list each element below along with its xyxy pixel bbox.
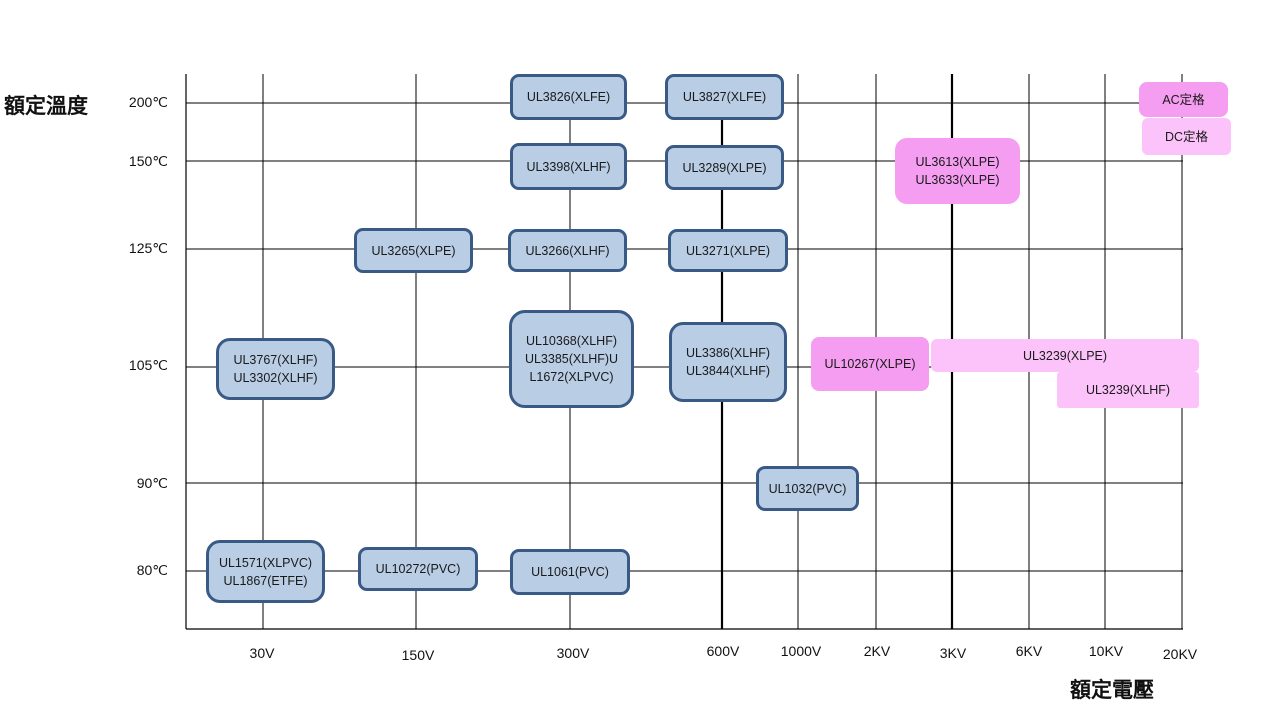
cable-label: UL3271(XLPE) [685,243,771,258]
cable-label: UL3265(XLPE) [371,243,456,258]
cable-label: UL3302(XLHF) [233,371,318,385]
cable-label: UL10368(XLHF) [525,334,617,348]
cable-box-ul3826: UL3826(XLFE) [510,74,627,120]
x-tick-label: 600V [706,643,740,659]
cable-label: UL10267(XLPE) [824,357,916,371]
cable-label: UL3398(XLHF) [526,159,611,174]
y-tick-label: 80℃ [136,562,168,578]
legend-ac-label: AC定格 [1162,92,1205,107]
cable-label: UL1061(PVC) [531,565,609,579]
cable-box-ul3386: UL3386(XLHF) UL3844(XLHF) [669,322,787,402]
cable-label: UL1867(ETFE) [223,573,308,588]
cable-box-ul10272: UL10272(PVC) [358,547,478,591]
x-tick-label: 20KV [1162,646,1198,662]
cable-label: UL3289(XLPE) [682,160,767,175]
cable-label: UL3239(XLPE) [1022,348,1108,363]
cable-box-ul3767: UL3767(XLHF) UL3302(XLHF) [216,338,335,400]
legend-dc-rating: DC定格 [1142,118,1231,155]
legend-dc-label: DC定格 [1164,129,1209,144]
x-tick-label: 2KV [863,643,891,659]
cable-label: UL3385(XLHF)U [524,352,619,366]
cable-box-ul10368: UL10368(XLHF) UL3385(XLHF)U L1672(XLPVC) [509,310,634,408]
x-tick-label: 150V [401,647,435,663]
x-tick-label: 1000V [780,643,822,659]
cable-box-ul10267: UL10267(XLPE) [811,337,929,391]
cable-box-ul3265: UL3265(XLPE) [354,228,473,273]
cable-box-ul3271: UL3271(XLPE) [668,229,788,272]
cable-box-ul3827: UL3827(XLFE) [665,74,784,120]
y-tick-label: 90℃ [136,475,168,491]
x-tick-label: 30V [249,645,275,661]
cable-box-ul3398: UL3398(XLHF) [510,143,627,190]
cable-label: UL1032(PVC) [768,481,847,496]
cable-box-ul1571: UL1571(XLPVC) UL1867(ETFE) [206,540,325,603]
x-tick-label: 3KV [939,645,967,661]
y-tick-label: 200℃ [128,94,168,110]
y-tick-label: 125℃ [128,240,168,256]
cable-label: UL1571(XLPVC) [218,555,313,570]
cable-box-ul3266: UL3266(XLHF) [508,229,627,272]
cable-label: UL3827(XLFE) [682,90,767,104]
cable-box-ul1061: UL1061(PVC) [510,549,630,595]
y-axis-title: 額定溫度 [4,93,88,118]
x-tick-label: 10KV [1088,643,1124,659]
cable-label: UL3844(XLHF) [685,364,771,378]
x-axis-title: 額定電壓 [1070,677,1154,702]
cable-box-ul3239-xlpe: UL3239(XLPE) [931,339,1199,372]
y-tick-label: 105℃ [128,357,168,373]
cable-label: UL10272(PVC) [375,562,461,576]
legend-ac-rating: AC定格 [1139,82,1228,117]
cable-box-ul3613: UL3613(XLPE) UL3633(XLPE) [895,138,1020,204]
cable-box-ul3239-xlhf: UL3239(XLHF) [1057,372,1199,408]
cable-label: UL3239(XLHF) [1085,383,1171,397]
cable-label: L1672(XLPVC) [529,370,614,384]
cable-label: UL3266(XLHF) [525,243,610,258]
cable-label: UL3613(XLPE) [915,155,1000,169]
cable-label: UL3826(XLFE) [526,90,611,104]
x-tick-label: 6KV [1015,643,1043,659]
cable-label: UL3767(XLHF) [233,353,318,367]
cable-box-ul3289: UL3289(XLPE) [665,145,784,190]
cable-box-ul1032: UL1032(PVC) [756,466,859,511]
cable-label: UL3386(XLHF) [685,346,771,360]
y-tick-label: 150℃ [128,153,168,169]
cable-label: UL3633(XLPE) [915,173,1000,187]
x-tick-label: 300V [556,645,590,661]
